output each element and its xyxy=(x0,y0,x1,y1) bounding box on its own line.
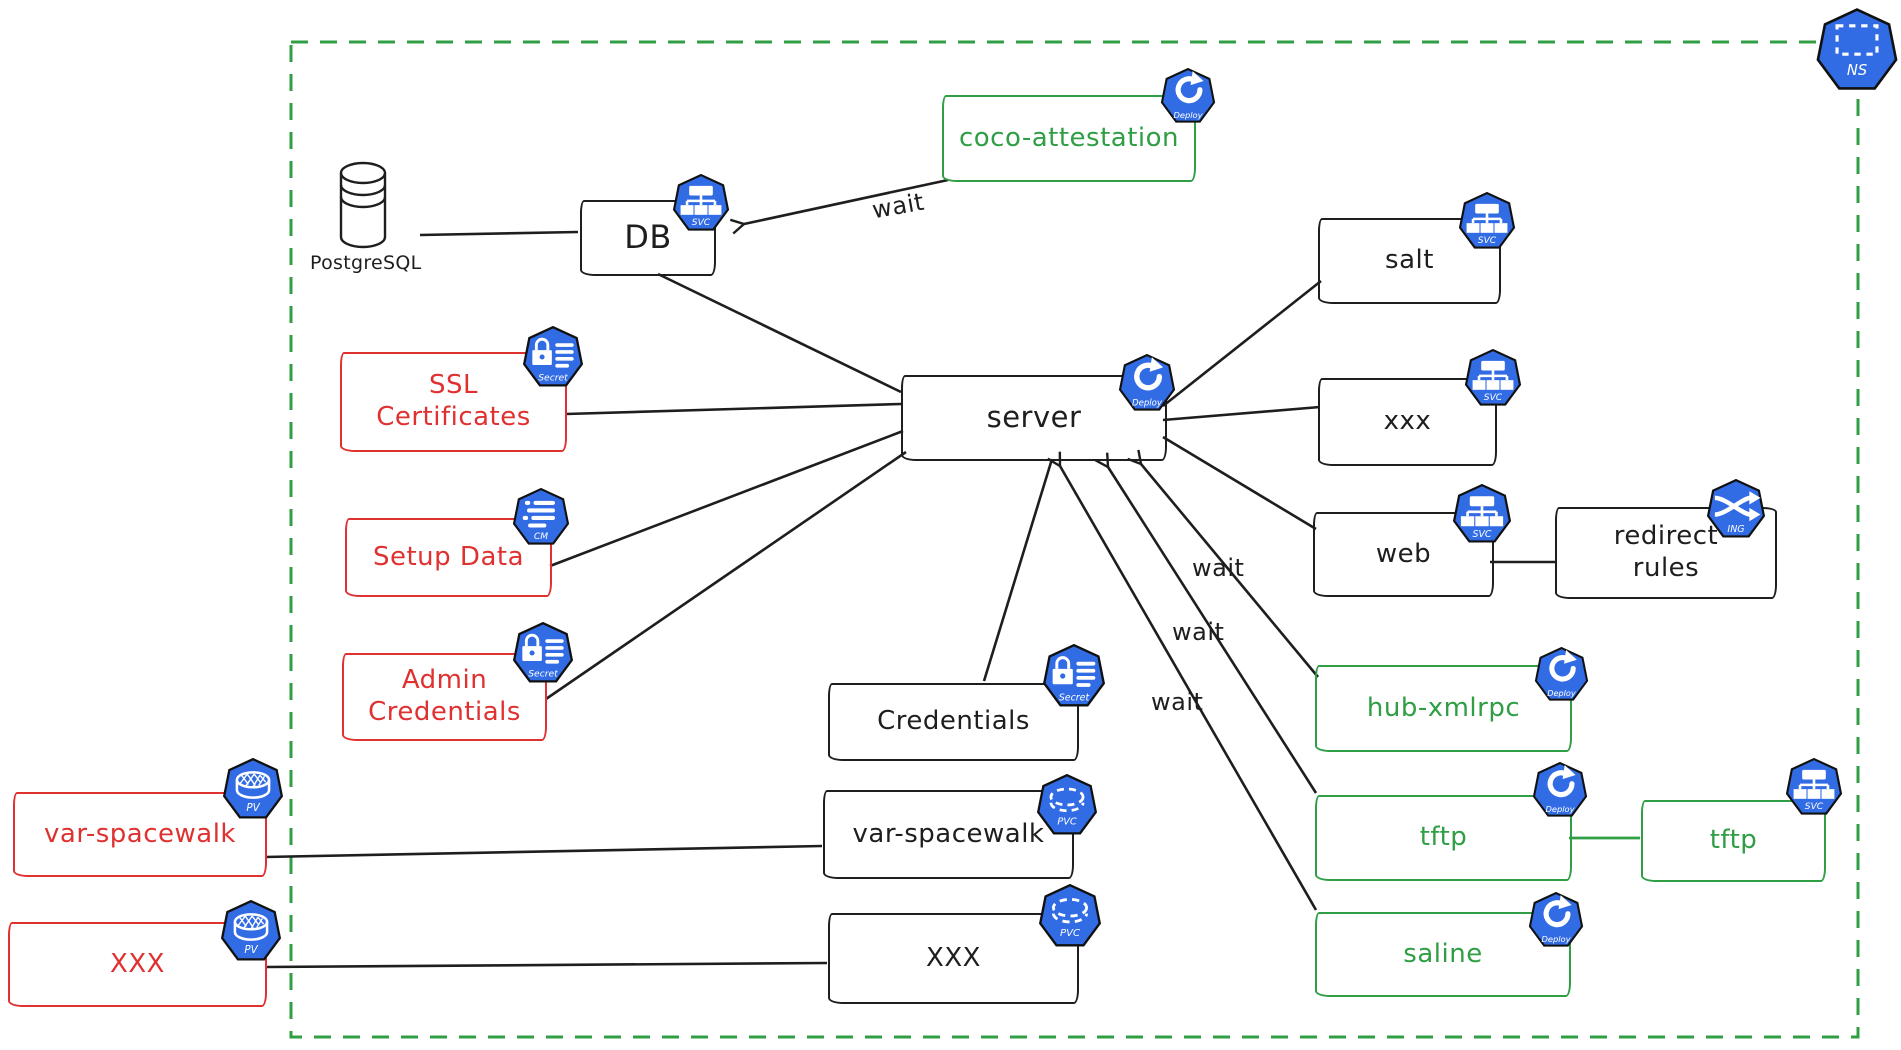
node-server-label: server xyxy=(986,400,1082,435)
deploy-icon: Deploy xyxy=(1532,762,1588,818)
svg-text:Secret: Secret xyxy=(528,669,558,680)
svc-icon: SVC xyxy=(1458,192,1516,250)
wait-label-saline: wait xyxy=(1151,688,1204,716)
node-credentials-label: Credentials xyxy=(877,706,1030,737)
deploy-icon: Deploy xyxy=(1160,68,1216,124)
node-xxx-pv: XXX xyxy=(8,922,267,1007)
node-setup-data-label: Setup Data xyxy=(372,541,525,572)
svg-text:PV: PV xyxy=(246,802,260,814)
node-saline: saline xyxy=(1315,912,1571,997)
node-redirect-rules-line2: rules xyxy=(1632,553,1700,583)
node-redirect-rules-line1: redirect xyxy=(1613,521,1719,552)
ingress-icon: ING xyxy=(1706,479,1766,539)
node-xxx-pvc: XXX xyxy=(828,913,1079,1004)
pv-icon: PV xyxy=(220,900,282,962)
node-xxx-pv-label: XXX xyxy=(110,948,165,979)
pvc-icon: PVC xyxy=(1038,884,1102,948)
wait-label-hub-xmlrpc: wait xyxy=(1192,554,1245,582)
postgresql-label: PostgreSQL xyxy=(310,252,422,274)
svg-text:CM: CM xyxy=(534,532,548,542)
node-var-spacewalk-pvc-label: var-spacewalk xyxy=(852,818,1045,849)
node-ssl-certificates-line2: Certificates xyxy=(376,402,531,432)
pv-icon: PV xyxy=(222,758,284,820)
node-coco-attestation: coco-attestation xyxy=(942,95,1196,182)
node-var-spacewalk-pv-label: var-spacewalk xyxy=(44,818,236,849)
node-ssl-certificates: SSL Certificates xyxy=(340,352,567,452)
edge-lines xyxy=(264,178,1556,969)
node-tftp-deploy: tftp xyxy=(1315,795,1572,881)
svg-text:SVC: SVC xyxy=(1484,393,1503,403)
node-var-spacewalk-pv: var-spacewalk xyxy=(13,792,267,877)
svg-text:PVC: PVC xyxy=(1057,817,1077,828)
secret-icon: Secret xyxy=(1042,644,1106,708)
node-tftp-svc-label: tftp xyxy=(1709,825,1758,856)
svg-text:Deploy: Deploy xyxy=(1546,804,1575,814)
svc-icon: SVC xyxy=(1452,484,1512,544)
svg-text:ING: ING xyxy=(1727,524,1744,535)
configmap-icon: CM xyxy=(512,488,570,546)
svg-text:SVC: SVC xyxy=(1472,529,1491,540)
node-admin-credentials-line2: Credentials xyxy=(368,697,521,727)
node-web-label: web xyxy=(1375,538,1432,569)
node-salt-label: salt xyxy=(1385,245,1434,276)
secret-icon: Secret xyxy=(512,622,574,684)
node-db: DB xyxy=(580,200,716,276)
node-xxx-svc-label: xxx xyxy=(1383,406,1432,437)
node-tftp-deploy-label: tftp xyxy=(1419,822,1468,853)
wait-label-tftp: wait xyxy=(1172,618,1225,646)
svg-text:Deploy: Deploy xyxy=(1174,110,1203,120)
svg-text:Secret: Secret xyxy=(1059,692,1090,703)
node-db-label: DB xyxy=(624,218,672,257)
node-salt: salt xyxy=(1318,218,1501,304)
svg-text:Deploy: Deploy xyxy=(1542,934,1571,944)
svg-text:NS: NS xyxy=(1847,62,1867,79)
node-ssl-certificates-line1: SSL xyxy=(429,370,478,401)
svg-text:SVC: SVC xyxy=(1805,802,1824,812)
node-coco-attestation-label: coco-attestation xyxy=(958,122,1180,153)
svc-icon: SVC xyxy=(672,174,730,232)
svg-text:Deploy: Deploy xyxy=(1132,399,1163,409)
svc-icon: SVC xyxy=(1464,349,1522,407)
node-redirect-rules: redirect rules xyxy=(1555,507,1777,599)
svg-text:SVC: SVC xyxy=(1478,236,1497,246)
svg-text:Secret: Secret xyxy=(538,373,568,384)
node-xxx-svc: xxx xyxy=(1318,378,1497,466)
deploy-icon: Deploy xyxy=(1534,647,1589,702)
node-setup-data: Setup Data xyxy=(345,518,552,597)
namespace-icon: NS xyxy=(1815,8,1899,92)
namespace-boundary xyxy=(289,40,1860,1039)
svg-text:PVC: PVC xyxy=(1060,928,1080,939)
deploy-icon: Deploy xyxy=(1528,892,1584,948)
svc-icon: SVC xyxy=(1785,758,1843,816)
svg-text:Deploy: Deploy xyxy=(1547,688,1576,698)
deploy-icon: Deploy xyxy=(1118,354,1176,412)
node-web: web xyxy=(1313,512,1494,597)
node-saline-label: saline xyxy=(1403,938,1483,969)
node-credentials: Credentials xyxy=(828,683,1079,761)
node-tftp-svc: tftp xyxy=(1641,800,1826,882)
svg-text:PV: PV xyxy=(244,944,258,956)
node-hub-xmlrpc: hub-xmlrpc xyxy=(1315,665,1572,752)
node-server: server xyxy=(901,375,1167,461)
node-hub-xmlrpc-label: hub-xmlrpc xyxy=(1366,692,1521,723)
node-admin-credentials: Admin Credentials xyxy=(342,653,547,741)
node-admin-credentials-line1: Admin xyxy=(401,665,488,696)
node-xxx-pvc-label: XXX xyxy=(926,942,981,973)
secret-icon: Secret xyxy=(522,326,584,388)
node-var-spacewalk-pvc: var-spacewalk xyxy=(823,790,1074,879)
postgresql-cylinder-icon xyxy=(339,161,387,249)
svg-text:SVC: SVC xyxy=(692,218,711,228)
pvc-icon: PVC xyxy=(1036,774,1098,836)
